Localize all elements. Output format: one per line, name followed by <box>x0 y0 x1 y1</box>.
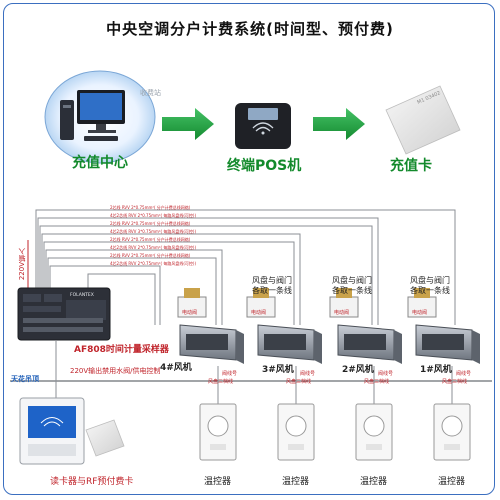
cable-label: 2芯线 RVV 2*0.75mm²( 分户计费总线网络) <box>110 237 191 242</box>
valve-icon <box>246 288 276 318</box>
collector-power-note: 220V输出禁用水阀/供电控制 <box>70 367 161 375</box>
svg-text:收费站: 收费站 <box>140 88 161 97</box>
rf-card-icon <box>85 419 125 457</box>
collector-label: AF808时间计量采样器 <box>74 345 169 355</box>
card-label: 充值卡 <box>390 158 432 174</box>
wire-label-a: 阀线号 <box>378 371 394 377</box>
arrow-icon <box>162 108 214 140</box>
wire-label-b: 风盘三档线 <box>208 379 234 385</box>
thermostat-wires <box>55 340 453 404</box>
valve-label: 电动阀 <box>412 310 428 316</box>
cable-label: 4芯2芯线 RVV 2*0.75mm²( 每路风盘线(可控)) <box>110 261 197 266</box>
valve-icon <box>329 288 359 318</box>
arrow-icon <box>313 108 365 140</box>
thermostat-icon <box>277 403 315 461</box>
valve-label: 电动阀 <box>334 310 350 316</box>
fan-coil-icon <box>337 324 402 364</box>
wire-label-b: 风盘三档线 <box>364 379 390 385</box>
thermostat-icon <box>199 403 237 461</box>
valve-note: 风盘与阀门各取一条线 <box>332 276 372 295</box>
wire-label-a: 阀线号 <box>456 371 472 377</box>
fan-coil-icon <box>415 324 480 364</box>
thermostat-label: 温控器 <box>282 477 310 487</box>
reader-label: 读卡器与RF预付费卡 <box>50 477 134 487</box>
collector-brand: FOLANTEX <box>70 292 94 298</box>
valve-icon <box>177 288 207 318</box>
thermostat-icon <box>355 403 393 461</box>
wire-label-b: 风盘三档线 <box>442 379 468 385</box>
valve-label: 电动阀 <box>251 310 267 316</box>
diagram-title: 中央空调分户计费系统(时间型、预付费) <box>106 20 394 38</box>
ceiling-label: 天花吊顶 <box>11 375 39 383</box>
card-reader-icon <box>19 397 85 465</box>
fan-label: 1#风机 <box>420 365 452 375</box>
fan-label: 3#风机 <box>262 365 294 375</box>
cable-lines <box>35 209 456 325</box>
valve-note: 风盘与阀门各取一条线 <box>252 276 292 295</box>
wire-label-a: 阀线号 <box>222 371 238 377</box>
fan-coil-icon <box>257 324 322 364</box>
fan-label: 2#风机 <box>342 365 374 375</box>
pos-terminal-label: 终端POS机 <box>227 158 302 174</box>
pos-terminal-icon <box>235 103 291 149</box>
thermostat-label: 温控器 <box>438 477 466 487</box>
power-label: 220V输入 <box>18 248 26 281</box>
cable-label: 2芯线 RVV 2*0.75mm²( 分户计费总线网络) <box>110 253 191 258</box>
cable-label: 4芯2芯线 RVV 2*0.75mm²( 每路风盘线(可控)) <box>110 245 197 250</box>
fan-coil-icon <box>179 324 244 364</box>
wire-label-a: 阀线号 <box>300 371 316 377</box>
thermostat-label: 温控器 <box>360 477 388 487</box>
thermostat-label: 温控器 <box>204 477 232 487</box>
cable-label: 2芯线 RVV 2*0.75mm²( 分户计费总线网络) <box>110 205 191 210</box>
thermostat-icon <box>433 403 471 461</box>
computer-icon: 收费站 <box>44 70 161 164</box>
cable-label: 2芯线 RVV 2*0.75mm²( 分户计费总线网络) <box>110 221 191 226</box>
cable-label: 4芯2芯线 RVV 2*0.75mm²( 每路风盘线(可控)) <box>110 213 197 218</box>
valve-label: 电动阀 <box>182 310 198 316</box>
card-icon: M1 03402 <box>385 85 461 155</box>
fan-label: 4#风机 <box>160 363 192 373</box>
wire-label-b: 风盘三档线 <box>286 379 312 385</box>
cable-label: 4芯2芯线 RVV 3*0.75mm²( 每路风盘线(可控)) <box>110 229 197 234</box>
valve-icon <box>407 288 437 318</box>
valve-note: 风盘与阀门各取一条线 <box>410 276 450 295</box>
collector-box: FOLANTEX <box>17 287 111 341</box>
charge-center-label: 充值中心 <box>72 155 128 171</box>
